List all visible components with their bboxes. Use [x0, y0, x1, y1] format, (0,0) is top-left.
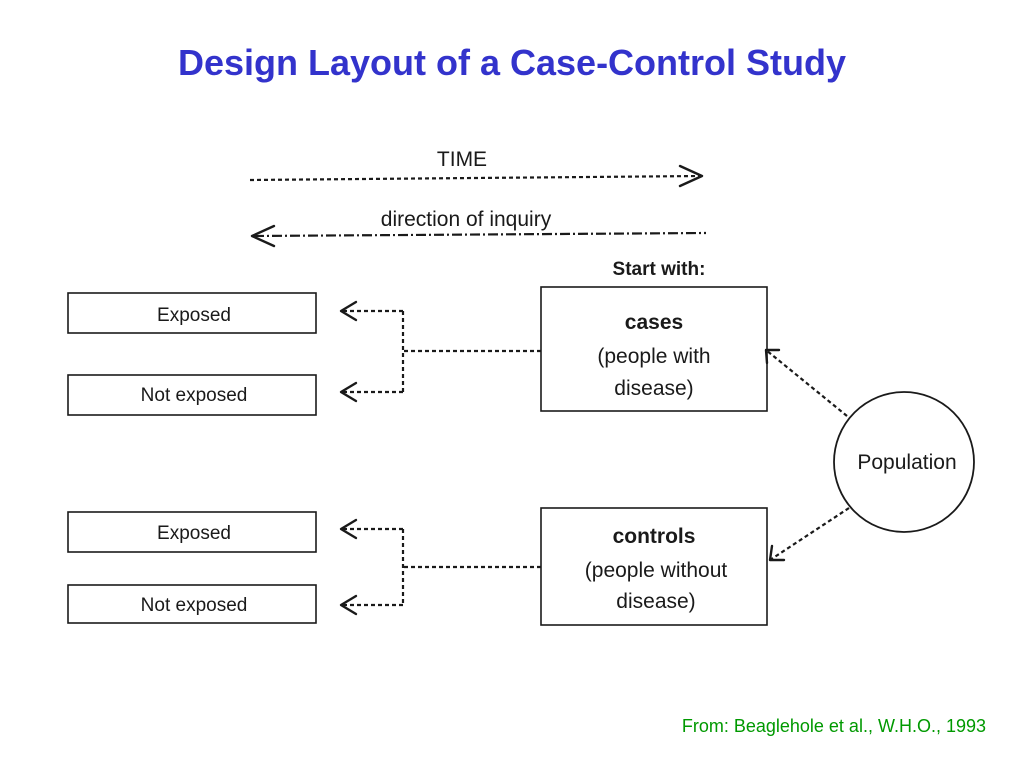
cases-line1: (people with [597, 345, 710, 368]
cases-not-exposed-label: Not exposed [141, 385, 248, 406]
controls-line2: disease) [616, 590, 695, 613]
controls-not-exposed-box: Not exposed [67, 584, 317, 624]
time-arrow [249, 164, 704, 188]
controls-box: controls (people without disease) [540, 507, 768, 626]
cases-exposed-box: Exposed [67, 292, 317, 334]
cases-box: cases (people with disease) [540, 286, 768, 412]
population-label: Population [857, 451, 956, 474]
cases-bracket-connector [339, 300, 541, 403]
source-citation: From: Beaglehole et al., W.H.O., 1993 [681, 716, 986, 736]
cases-line2: disease) [614, 377, 693, 400]
controls-exposed-label: Exposed [157, 523, 231, 544]
controls-exposed-box: Exposed [67, 511, 317, 553]
population-to-cases-arrow [764, 348, 848, 417]
controls-title: controls [613, 525, 696, 548]
controls-not-exposed-label: Not exposed [141, 595, 248, 616]
slide-title: Design Layout of a Case-Control Study [177, 42, 847, 83]
controls-line1: (people without [585, 559, 728, 582]
controls-bracket-connector [339, 518, 541, 616]
population-to-controls-arrow [768, 507, 850, 562]
cases-not-exposed-box: Not exposed [67, 374, 317, 416]
inquiry-label: direction of inquiry [381, 208, 552, 231]
time-label: TIME [437, 148, 487, 171]
start-with-label: Start with: [613, 259, 706, 280]
cases-title: cases [625, 311, 683, 334]
inquiry-arrow [250, 224, 707, 248]
population-circle: Population [833, 391, 975, 533]
cases-exposed-label: Exposed [157, 305, 231, 326]
